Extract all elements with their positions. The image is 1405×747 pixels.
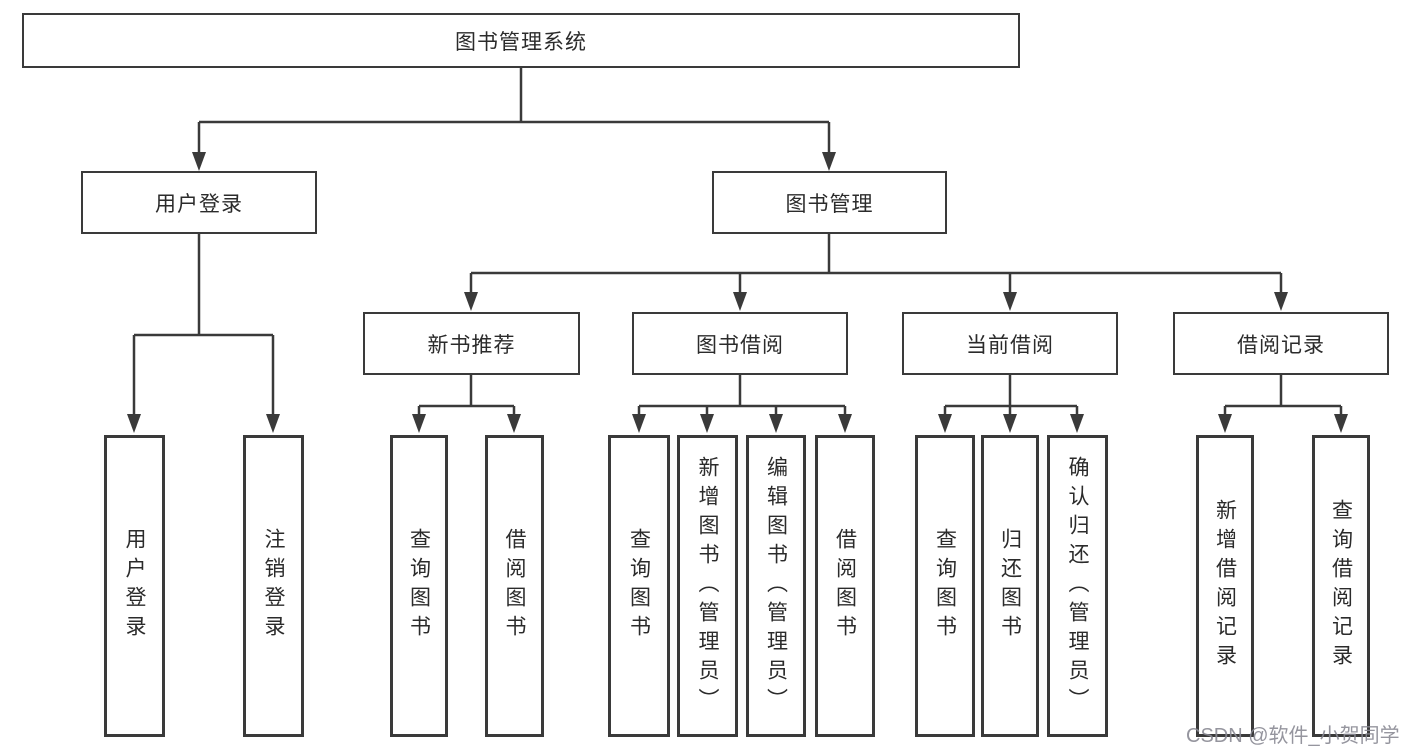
leaf-user-login: 用户登录	[104, 435, 165, 737]
node-book-borrowing: 图书借阅	[632, 312, 848, 375]
leaf-label: 用户登录	[123, 528, 146, 644]
leaf-label: 查询图书	[933, 528, 957, 644]
leaf-label: 借阅图书	[833, 528, 857, 644]
leaf-borrow-books-recommend: 借阅图书	[485, 435, 544, 737]
node-root-system: 图书管理系统	[22, 13, 1020, 68]
node-borrowing-records: 借阅记录	[1173, 312, 1389, 375]
leaf-label: 借阅图书	[503, 528, 526, 644]
leaf-edit-book-admin: 编辑图书（管理员）	[746, 435, 806, 737]
node-label: 图书借阅	[696, 333, 784, 357]
leaf-label: 新增借阅记录	[1213, 499, 1237, 673]
leaf-label: 编辑图书（管理员）	[764, 455, 788, 717]
node-book-management-branch: 图书管理	[712, 171, 947, 234]
leaf-query-books-borrowing: 查询图书	[608, 435, 670, 737]
leaf-borrow-books-borrowing: 借阅图书	[815, 435, 875, 737]
leaf-label: 查询图书	[627, 528, 651, 644]
node-label: 用户登录	[155, 192, 243, 216]
leaf-label: 查询借阅记录	[1329, 499, 1353, 673]
node-label: 当前借阅	[966, 333, 1054, 357]
leaf-label: 确认归还（管理员）	[1066, 455, 1089, 717]
leaf-label: 归还图书	[998, 528, 1022, 644]
leaf-label: 新增图书（管理员）	[696, 455, 719, 717]
node-label: 图书管理	[785, 192, 874, 216]
leaf-label: 查询图书	[407, 528, 431, 644]
node-label: 图书管理系统	[455, 30, 587, 54]
leaf-label: 注销登录	[262, 528, 285, 644]
node-label: 借阅记录	[1237, 333, 1325, 357]
leaf-query-books-current: 查询图书	[915, 435, 975, 737]
node-new-book-recommend: 新书推荐	[363, 312, 580, 375]
leaf-add-book-admin: 新增图书（管理员）	[677, 435, 738, 737]
leaf-return-books: 归还图书	[981, 435, 1039, 737]
csdn-watermark: CSDN @软件_小贺同学	[1186, 725, 1400, 747]
node-label: 新书推荐	[427, 333, 516, 357]
leaf-query-borrow-record: 查询借阅记录	[1312, 435, 1370, 737]
leaf-add-borrow-record: 新增借阅记录	[1196, 435, 1254, 737]
leaf-logout: 注销登录	[243, 435, 304, 737]
leaf-query-books-recommend: 查询图书	[390, 435, 448, 737]
node-user-login-branch: 用户登录	[81, 171, 317, 234]
leaf-confirm-return-admin: 确认归还（管理员）	[1047, 435, 1108, 737]
node-current-borrowing: 当前借阅	[902, 312, 1118, 375]
